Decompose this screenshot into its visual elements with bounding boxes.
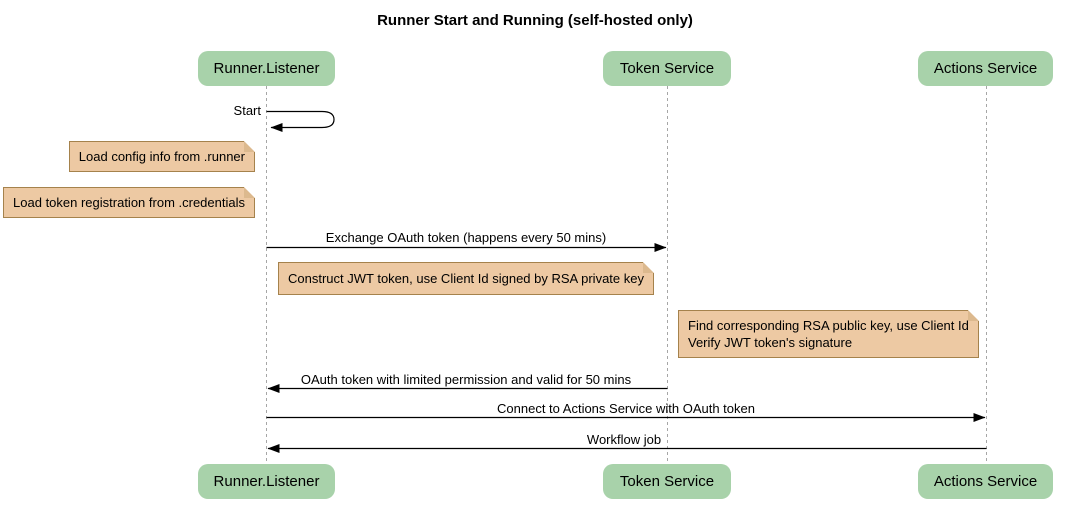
message-label-start: Start [233, 103, 261, 118]
participant-runner-listener-top: Runner.Listener [198, 51, 335, 86]
participant-actions-service-top: Actions Service [918, 51, 1053, 86]
participant-token-service-bottom: Token Service [603, 464, 731, 499]
diagram-title: Runner Start and Running (self-hosted on… [377, 12, 693, 29]
message-label-connect-actions: Connect to Actions Service with OAuth to… [497, 401, 755, 416]
message-label-workflow-job: Workflow job [586, 432, 662, 447]
participant-token-service-top: Token Service [603, 51, 731, 86]
start-self-arrow [266, 110, 335, 132]
note-construct-jwt: Construct JWT token, use Client Id signe… [278, 262, 654, 295]
note-load-config-text: Load config info from .runner [78, 149, 245, 164]
message-label-exchange-oauth: Exchange OAuth token (happens every 50 m… [325, 230, 607, 245]
note-load-token-registration: Load token registration from .credential… [3, 187, 255, 218]
note-verify-jwt: Find corresponding RSA public key, use C… [678, 310, 979, 358]
message-label-oauth-return: OAuth token with limited permission and … [300, 372, 632, 387]
participant-actions-service-bottom: Actions Service [918, 464, 1053, 499]
note-load-token-registration-text: Load token registration from .credential… [13, 195, 245, 210]
note-verify-jwt-line1: Find corresponding RSA public key, use C… [688, 318, 969, 333]
note-construct-jwt-text: Construct JWT token, use Client Id signe… [288, 271, 644, 286]
note-verify-jwt-line2: Verify JWT token's signature [688, 335, 853, 350]
participant-runner-listener-bottom: Runner.Listener [198, 464, 335, 499]
note-load-config: Load config info from .runner [68, 141, 256, 172]
